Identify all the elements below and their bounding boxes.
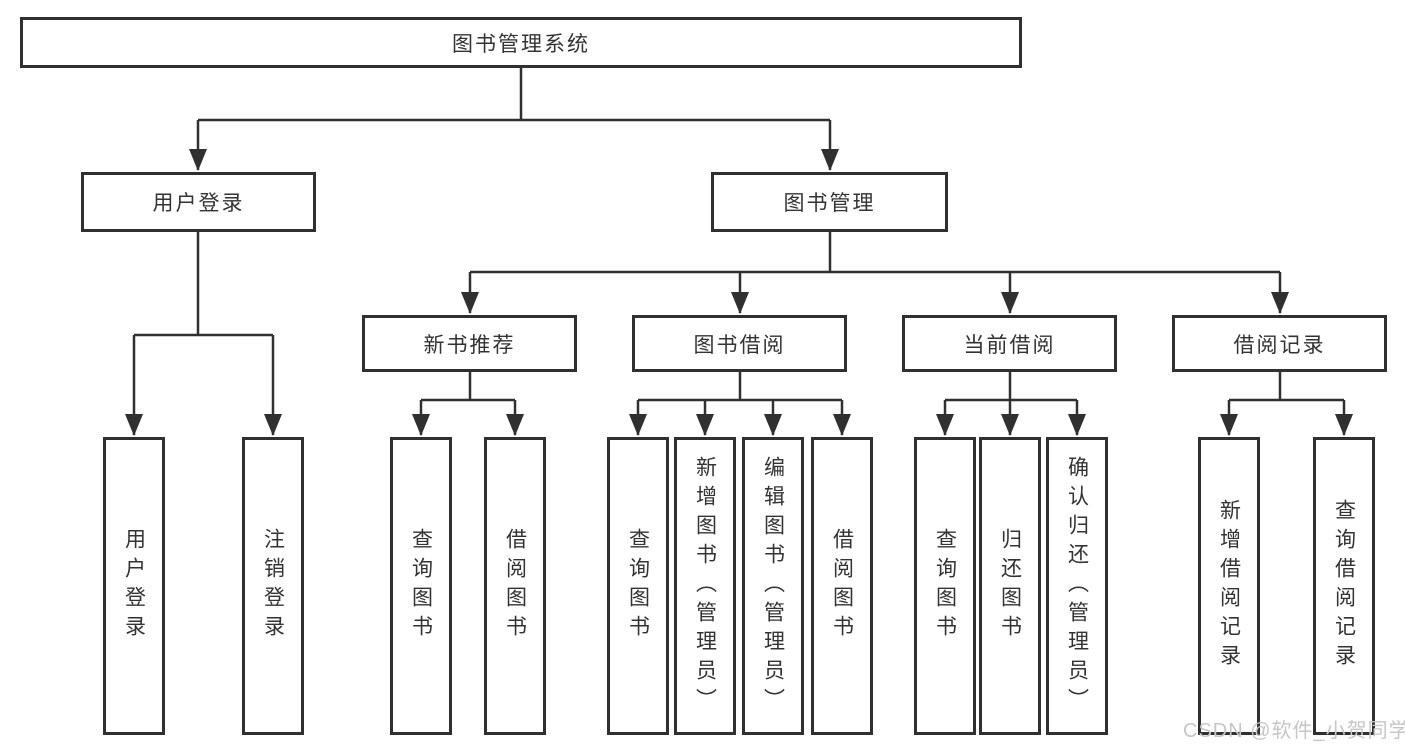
node-current-borrowing: 当前借阅 xyxy=(902,315,1117,372)
node-new-book-recommendation: 新书推荐 xyxy=(362,315,577,372)
leaf-borrow-books-recommend: 借阅图书 xyxy=(484,437,546,735)
node-book-management-branch: 图书管理 xyxy=(711,172,948,232)
leaf-borrow-books: 借阅图书 xyxy=(811,437,873,735)
leaf-return-books: 归还图书 xyxy=(979,437,1041,735)
node-book-borrowing: 图书借阅 xyxy=(632,315,847,372)
node-borrowing-records: 借阅记录 xyxy=(1172,315,1387,372)
leaf-query-books-borrowing: 查询图书 xyxy=(607,437,669,735)
node-user-login-branch: 用户登录 xyxy=(81,172,316,232)
leaf-edit-books-admin: 编辑图书（管理员） xyxy=(742,437,804,735)
leaf-confirm-return-admin: 确认归还（管理员） xyxy=(1046,437,1108,735)
csdn-watermark: CSDN @软件_小贺同学 xyxy=(1183,720,1405,742)
leaf-user-login: 用户登录 xyxy=(103,437,165,735)
leaf-logout: 注销登录 xyxy=(242,437,304,735)
leaf-query-borrow-record: 查询借阅记录 xyxy=(1313,437,1375,735)
leaf-add-books-admin: 新增图书（管理员） xyxy=(674,437,736,735)
leaf-query-books-recommend: 查询图书 xyxy=(390,437,452,735)
node-library-management-system: 图书管理系统 xyxy=(20,17,1022,68)
leaf-add-borrow-record: 新增借阅记录 xyxy=(1198,437,1260,735)
leaf-query-books-current: 查询图书 xyxy=(914,437,976,735)
